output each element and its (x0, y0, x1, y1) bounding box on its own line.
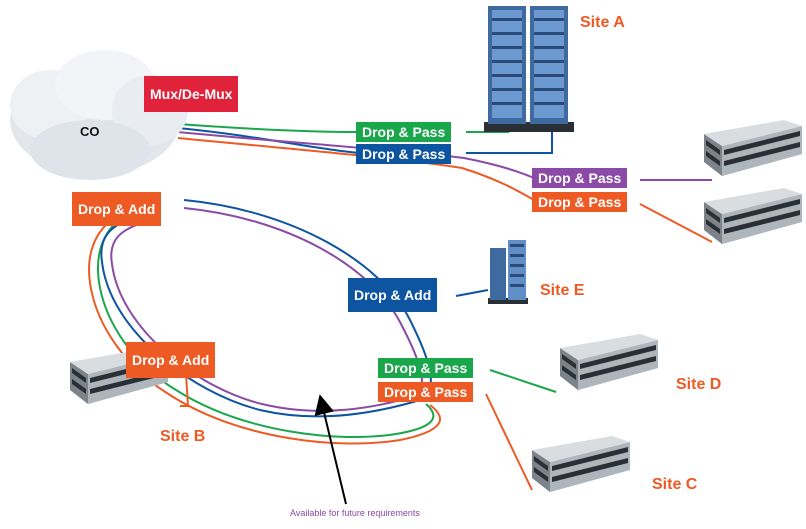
future-requirements-note: Available for future requirements (290, 508, 420, 518)
cloud-icon (10, 50, 188, 180)
ring-link-blue (100, 199, 432, 418)
drop-pass-box-blue-a: Drop & Pass (356, 144, 452, 164)
office-building-icon-c (532, 436, 630, 492)
drop-pass-box-orange: Drop & Pass (532, 192, 628, 212)
drop-add-box-co: Drop & Add (72, 192, 162, 226)
office-building-icon-2 (704, 188, 802, 244)
link-d (489, 369, 557, 393)
drop-pass-box-purple: Drop & Pass (532, 168, 628, 188)
site-a-label: Site A (580, 14, 625, 31)
future-arrow (314, 394, 347, 505)
tower-building-icon (484, 6, 574, 132)
ring-link-green (97, 209, 435, 438)
ring-link-orange (88, 209, 441, 445)
drop-add-box-b: Drop & Add (126, 342, 216, 378)
link-c (485, 393, 533, 491)
co-label: CO (80, 124, 100, 139)
site-c-label: Site C (652, 476, 698, 493)
drop-add-box-e: Drop & Add (348, 278, 438, 312)
drop-pass-box-green-a: Drop & Pass (356, 122, 452, 142)
site-b-label: Site B (160, 428, 206, 445)
mux-demux-box: Mux/De-Mux (144, 76, 239, 112)
feeder-green (177, 123, 361, 133)
ring-links (88, 199, 441, 445)
link-orange-to-building (639, 203, 713, 243)
office-building-icon-d (560, 334, 658, 390)
ring-link-purple (110, 207, 423, 412)
drop-pass-box-green-d: Drop & Pass (378, 358, 474, 378)
site-d-label: Site D (676, 376, 722, 393)
link-e (455, 289, 489, 297)
site-e-label: Site E (540, 282, 585, 299)
drop-pass-box-orange-c: Drop & Pass (378, 382, 474, 402)
office-building-icon-1 (704, 120, 802, 176)
site-links (180, 289, 557, 491)
tower-building-icon-e (488, 240, 528, 304)
link-b (180, 373, 190, 407)
